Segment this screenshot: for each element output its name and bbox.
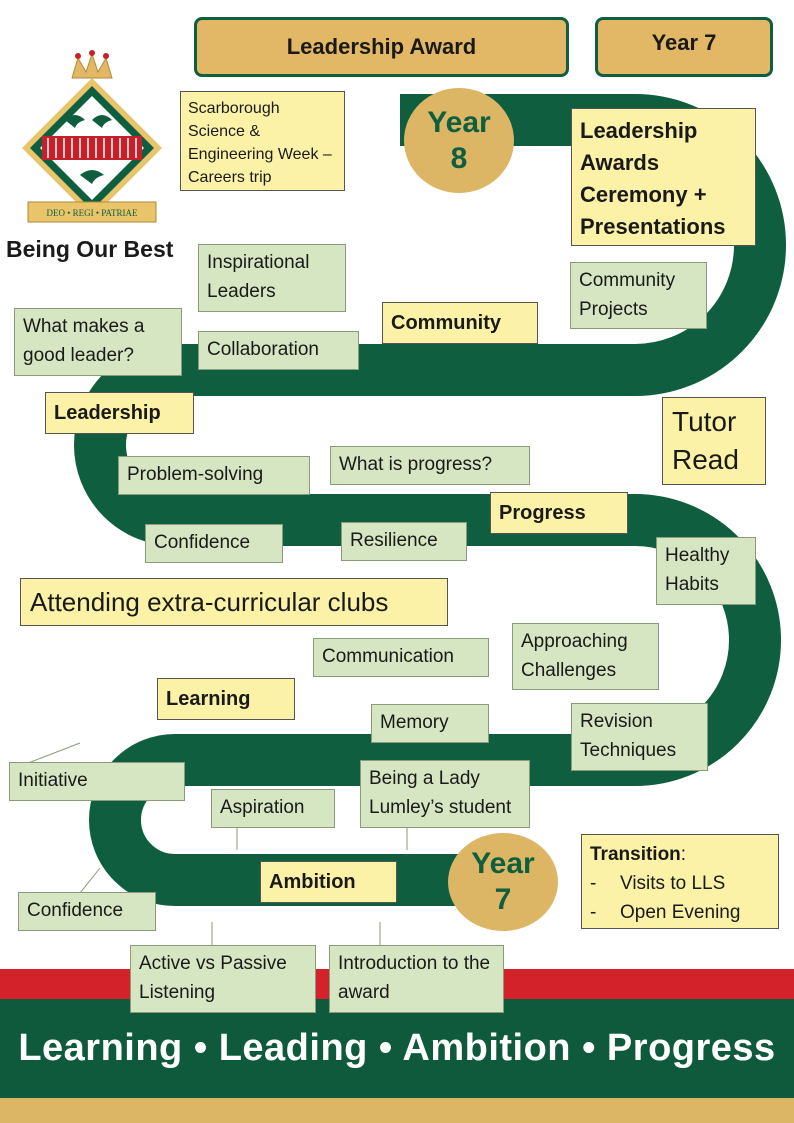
topic-community-projects: Community Projects [570,262,707,329]
crest-icon: DEO • REGI • PATRIAE [22,50,162,223]
transition-colon: : [680,844,687,865]
topic-initiative-text: Initiative [18,770,88,791]
transition-item: -Open Evening [590,902,741,923]
topic-aspiration: Aspiration [211,789,335,828]
topic-active-passive: Active vs Passive Listening [130,945,316,1013]
topic-aspiration-text: Aspiration [220,797,305,818]
topic-inspirational-leaders-text: Inspirational Leaders [207,252,310,302]
topic-confidence-lower-text: Confidence [27,900,124,921]
topic-good-leader: What makes a good leader? [14,308,182,376]
topic-lady-lumley: Being a Lady Lumley’s student [360,760,530,828]
topic-resilience-text: Resilience [350,530,438,551]
theme-progress-label: Progress [499,501,586,524]
year7-circle: Year 7 [448,833,558,931]
year7-number: 7 [494,883,512,916]
topic-problem-solving: Problem-solving [118,456,310,495]
topic-memory-text: Memory [380,712,449,733]
topic-approaching-challenges: Approaching Challenges [512,623,659,690]
careers-trip-box: Scarborough Science & Engineering Week –… [180,91,345,191]
topic-problem-solving-text: Problem-solving [127,464,264,485]
transition-item: -Visits to LLS [590,873,726,894]
theme-learning-label: Learning [166,687,251,710]
topic-intro-award-text: Introduction to the award [338,953,491,1003]
ceremony-text: Leadership Awards Ceremony + Presentatio… [580,118,726,239]
topic-confidence-lower: Confidence [18,892,156,931]
footer-gold-stripe [0,1098,794,1123]
year7-word: Year [471,847,535,880]
crest-motto: DEO • REGI • PATRIAE [47,208,138,218]
topic-lady-lumley-text: Being a Lady Lumley’s student [369,768,512,818]
topic-confidence-upper-text: Confidence [154,532,251,553]
topic-healthy-habits-text: Healthy Habits [665,545,730,595]
theme-community: Community [382,302,538,344]
footer-slogan: Learning • Leading • Ambition • Progress [18,1027,776,1069]
year8-number: 8 [450,141,468,175]
tutor-read-text: Tutor Read [672,406,739,475]
topic-communication-text: Communication [322,646,454,667]
clubs-text: Attending extra-curricular clubs [30,587,389,617]
topic-healthy-habits: Healthy Habits [656,537,756,605]
topic-revision-techniques-text: Revision Techniques [580,711,677,761]
topic-intro-award: Introduction to the award [329,945,504,1013]
footer-banner: Learning • Leading • Ambition • Progress [0,999,794,1098]
transition-list: -Visits to LLS -Open Evening [590,869,770,927]
topic-confidence-upper: Confidence [145,524,283,563]
award-title-banner: Leadership Award [194,17,569,77]
theme-progress: Progress [490,492,628,534]
topic-revision-techniques: Revision Techniques [571,703,708,771]
theme-leadership-label: Leadership [54,401,161,424]
topic-active-passive-text: Active vs Passive Listening [139,953,287,1003]
year8-word: Year [427,105,491,139]
theme-ambition-label: Ambition [269,870,356,893]
theme-learning: Learning [157,678,295,720]
transition-item-text: Visits to LLS [620,873,726,894]
topic-collaboration-text: Collaboration [207,339,319,360]
topic-inspirational-leaders: Inspirational Leaders [198,244,346,312]
topic-community-projects-text: Community Projects [579,270,676,320]
theme-ambition: Ambition [260,861,397,903]
transition-box: Transition: -Visits to LLS -Open Evening [581,834,779,929]
transition-item-text: Open Evening [620,902,741,923]
school-crest: DEO • REGI • PATRIAE [20,50,165,230]
topic-what-is-progress-text: What is progress? [339,454,493,475]
transition-title: Transition [590,844,681,865]
topic-resilience: Resilience [341,522,467,561]
year8-circle: Year 8 [404,88,514,193]
topic-initiative: Initiative [9,762,185,801]
topic-good-leader-text: What makes a good leader? [23,316,145,366]
topic-what-is-progress: What is progress? [330,446,530,485]
topic-collaboration: Collaboration [198,331,359,370]
year-banner: Year 7 [595,17,773,77]
clubs-box: Attending extra-curricular clubs [20,578,448,626]
topic-approaching-challenges-text: Approaching Challenges [521,631,628,681]
theme-community-label: Community [391,311,501,334]
year-banner-label: Year 7 [651,30,717,55]
award-title: Leadership Award [286,34,477,59]
topic-memory: Memory [371,704,489,743]
careers-trip-text: Scarborough Science & Engineering Week –… [188,100,332,186]
tutor-read-box: Tutor Read [662,397,766,485]
topic-communication: Communication [313,638,489,677]
ceremony-box: Leadership Awards Ceremony + Presentatio… [571,108,756,246]
theme-leadership: Leadership [45,392,194,434]
tagline: Being Our Best [6,236,174,262]
